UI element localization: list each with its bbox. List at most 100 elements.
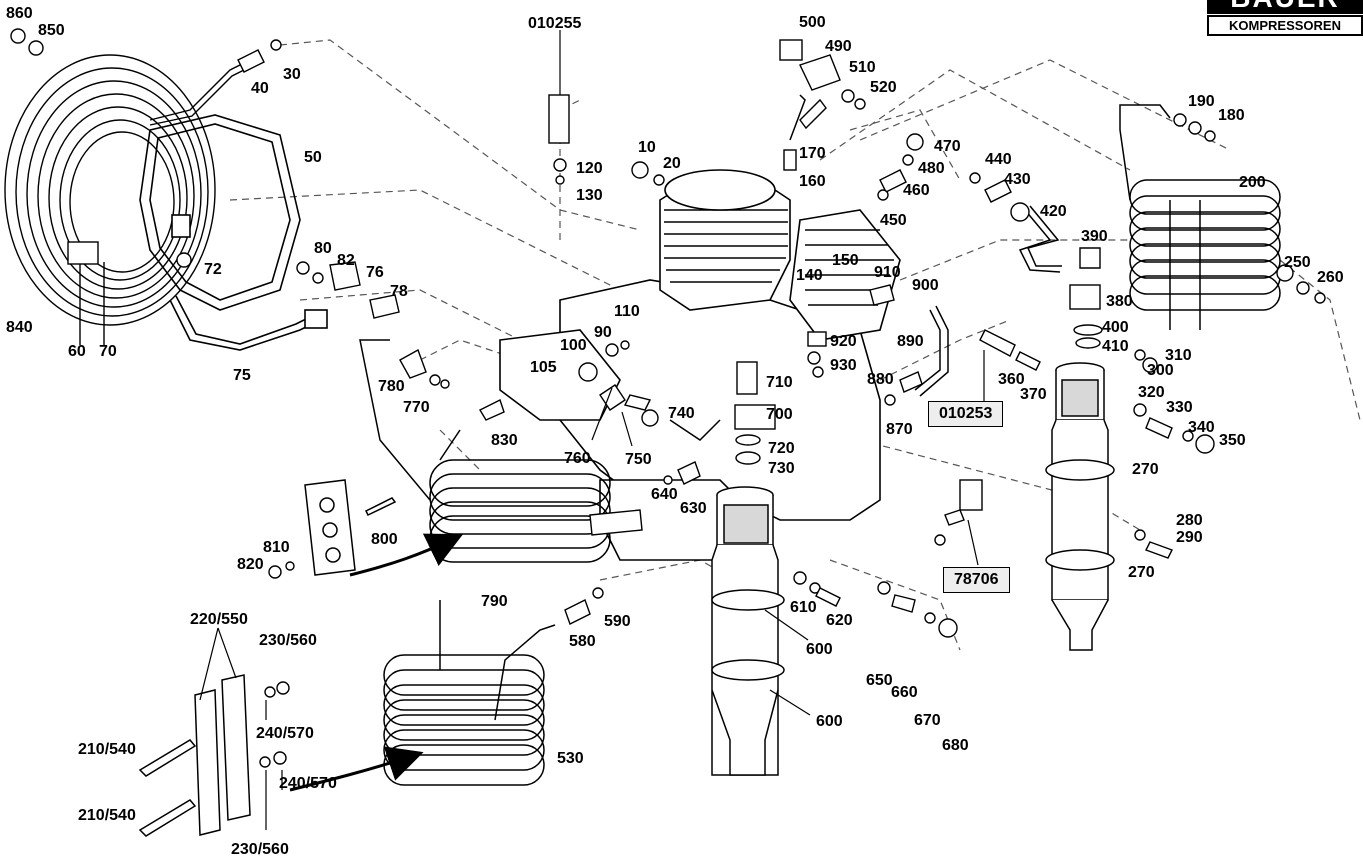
logo-brand-mark: BAUER (1207, 0, 1363, 14)
part-label-920: 920 (830, 333, 857, 350)
part-label-480: 480 (918, 160, 945, 177)
part-label-260: 260 (1317, 269, 1344, 286)
part-label-370: 370 (1020, 386, 1047, 403)
part-label-840: 840 (6, 319, 33, 336)
part-label-900: 900 (912, 277, 939, 294)
part-label-610: 610 (790, 599, 817, 616)
part-label-350: 350 (1219, 432, 1246, 449)
part-label-890: 890 (897, 333, 924, 350)
part-label-720: 720 (768, 440, 795, 457)
part-label-300: 300 (1147, 362, 1174, 379)
cooling-coil-840 (4, 54, 253, 345)
part-label-72: 72 (204, 261, 222, 278)
part-label-30: 30 (283, 66, 301, 83)
part-label-230-560-upper: 230/560 (259, 632, 317, 649)
part-label-870: 870 (886, 421, 913, 438)
part-label-590: 590 (604, 613, 631, 630)
pipes (669, 94, 1062, 441)
part-label-930: 930 (830, 357, 857, 374)
part-label-210-540-upper: 210/540 (78, 741, 136, 758)
part-label-400: 400 (1102, 319, 1129, 336)
part-label-460: 460 (903, 182, 930, 199)
part-label-880: 880 (867, 371, 894, 388)
part-label-860: 860 (6, 5, 33, 22)
part-label-390: 390 (1081, 228, 1108, 245)
cooling-coil-50 (139, 114, 328, 351)
part-label-710: 710 (766, 374, 793, 391)
part-label-40: 40 (251, 80, 269, 97)
separator-270 (1045, 362, 1115, 651)
clamp-blocks (138, 479, 397, 837)
part-label-520: 520 (870, 79, 897, 96)
boxed-label-78706: 78706 (943, 567, 1010, 593)
part-label-640: 640 (651, 486, 678, 503)
part-label-490: 490 (825, 38, 852, 55)
separator-600 (711, 486, 785, 776)
part-label-60: 60 (68, 343, 86, 360)
part-label-120: 120 (576, 160, 603, 177)
bauer-logo: BAUER KOMPRESSOREN (1207, 0, 1363, 36)
part-label-76: 76 (366, 264, 384, 281)
part-label-270-upper: 270 (1132, 461, 1159, 478)
logo-subtitle: KOMPRESSOREN (1207, 15, 1363, 36)
part-label-240-570-upper: 240/570 (256, 725, 314, 742)
part-label-430: 430 (1004, 171, 1031, 188)
part-label-75: 75 (233, 367, 251, 384)
part-label-160: 160 (799, 173, 826, 190)
part-label-280: 280 (1176, 512, 1203, 529)
part-label-380: 380 (1106, 293, 1133, 310)
part-label-80: 80 (314, 240, 332, 257)
part-label-200: 200 (1239, 174, 1266, 191)
part-label-50: 50 (304, 149, 322, 166)
part-label-830: 830 (491, 432, 518, 449)
part-label-150: 150 (832, 252, 859, 269)
part-label-110: 110 (614, 303, 640, 320)
part-label-750: 750 (625, 451, 652, 468)
part-label-680: 680 (942, 737, 969, 754)
part-label-330: 330 (1166, 399, 1193, 416)
part-label-310: 310 (1165, 347, 1192, 364)
part-label-220-550: 220/550 (190, 611, 248, 628)
part-label-510: 510 (849, 59, 876, 76)
part-label-250: 250 (1284, 254, 1311, 271)
part-label-770: 770 (403, 399, 430, 416)
part-label-600-lower: 600 (816, 713, 843, 730)
part-label-740: 740 (668, 405, 695, 422)
part-label-240-570-lower: 240/570 (279, 775, 337, 792)
part-label-90: 90 (594, 324, 612, 341)
part-label-790: 790 (481, 593, 508, 610)
part-label-650: 650 (866, 672, 893, 689)
part-label-340: 340 (1188, 419, 1215, 436)
part-label-230-560-lower: 230/560 (231, 841, 289, 858)
part-label-670: 670 (914, 712, 941, 729)
compressor-block (499, 169, 901, 561)
part-label-450: 450 (880, 212, 907, 229)
part-label-140: 140 (796, 267, 823, 284)
part-label-105: 105 (530, 359, 557, 376)
part-label-820: 820 (237, 556, 264, 573)
part-label-620: 620 (826, 612, 853, 629)
fittings (10, 28, 1326, 768)
assembly-dashed-lines (229, 39, 1361, 651)
part-label-420: 420 (1040, 203, 1067, 220)
boxed-label-010253: 010253 (928, 401, 1004, 427)
part-label-190: 190 (1188, 93, 1215, 110)
part-label-580: 580 (569, 633, 596, 650)
part-label-700: 700 (766, 406, 793, 423)
logo-brand-text: BAUER (1207, 0, 1363, 12)
part-label-800: 800 (371, 531, 398, 548)
part-label-100: 100 (560, 337, 587, 354)
part-label-360: 360 (998, 371, 1025, 388)
part-label-010255: 010255 (528, 15, 582, 32)
part-label-760: 760 (564, 450, 591, 467)
part-label-530: 530 (557, 750, 584, 767)
part-label-730: 730 (768, 460, 795, 477)
part-label-410: 410 (1102, 338, 1129, 355)
part-label-850: 850 (38, 22, 65, 39)
part-label-70: 70 (99, 343, 117, 360)
part-label-810: 810 (263, 539, 290, 556)
part-label-20: 20 (663, 155, 681, 172)
part-label-130: 130 (576, 187, 603, 204)
part-label-170: 170 (799, 145, 826, 162)
